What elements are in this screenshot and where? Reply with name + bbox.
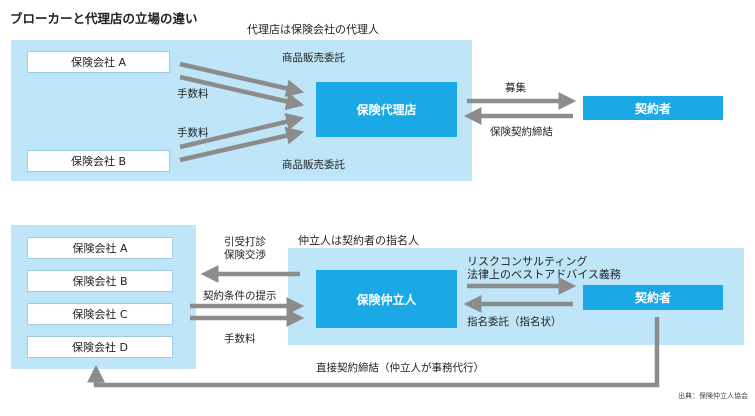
- agency-caption: 代理店は保険会社の代理人: [247, 23, 379, 36]
- contract-terms-label: 契約条件の提示: [203, 290, 277, 302]
- direct-contract-label: 直接契約締結（仲立人が事務代行）: [316, 362, 484, 374]
- arrow-a-to-agency-2: [179, 74, 305, 111]
- arrow-b-to-agency-2: [179, 126, 305, 163]
- broker-fee-label: 手数料: [224, 333, 256, 345]
- broker-contractor-box: 契約者: [583, 285, 723, 310]
- insurer-d-box: 保険会社 D: [27, 336, 173, 358]
- underwriting-negotiation-label: 引受打診 保険交渉: [224, 236, 266, 262]
- broker-caption: 仲立人は契約者の指名人: [298, 234, 419, 247]
- contract-conclusion-label: 保険契約締結: [490, 126, 553, 138]
- consulting-label: リスクコンサルティング 法律上のベストアドバイス義務: [467, 255, 621, 282]
- source-note: 出典：保険仲立人協会: [678, 392, 748, 400]
- sales-commission-top-label: 商品販売委託: [282, 52, 345, 64]
- diagram-title: ブローカーと代理店の立場の違い: [10, 11, 198, 26]
- recruitment-label: 募集: [505, 82, 526, 94]
- sales-commission-bottom-label: 商品販売委託: [282, 159, 345, 171]
- fee-bottom-label: 手数料: [177, 127, 209, 139]
- insurer-b-box-2: 保険会社 B: [27, 270, 173, 292]
- insurer-b-box: 保険会社 B: [27, 150, 170, 172]
- appointment-label: 指名委託（指名状）: [467, 316, 562, 328]
- fee-top-label: 手数料: [177, 88, 209, 100]
- agency-contractor-box: 契約者: [583, 96, 723, 120]
- arrow-direct-contract: [87, 317, 660, 388]
- insurer-a-box-2: 保険会社 A: [27, 237, 173, 259]
- insurer-c-box: 保険会社 C: [27, 303, 173, 325]
- broker-box: 保険仲立人: [316, 270, 457, 328]
- arrow-a-to-agency-1: [179, 61, 305, 98]
- arrow-b-to-agency-1: [179, 112, 305, 150]
- insurer-a-box: 保険会社 A: [27, 51, 170, 73]
- agency-box: 保険代理店: [316, 82, 457, 137]
